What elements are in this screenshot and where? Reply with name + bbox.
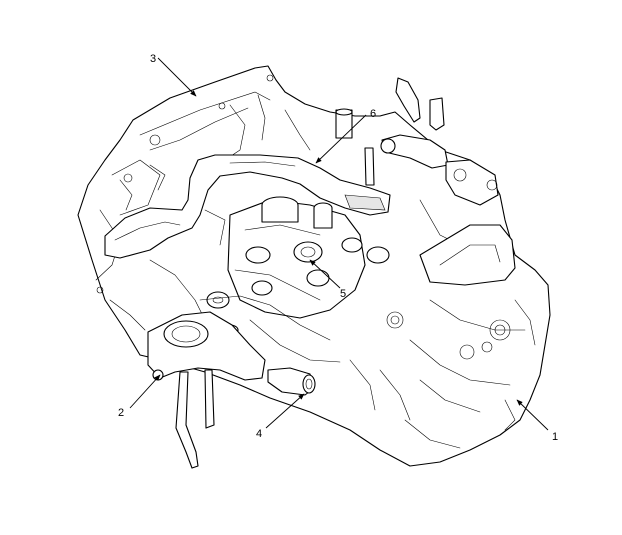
- shift-control-housing: [227, 108, 390, 319]
- leader-1: [516, 399, 549, 431]
- callout-6: 6: [370, 108, 376, 120]
- shift-lever-bracket: [104, 154, 391, 259]
- backup-lamp-switch: [267, 367, 316, 396]
- callout-2: 2: [118, 407, 124, 419]
- callout-labels: 1 2 3 4 5 6: [118, 53, 558, 443]
- callout-3: 3: [150, 53, 156, 65]
- leader-6: [315, 114, 367, 164]
- top-bracket: [380, 77, 499, 206]
- right-mount-bracket: [419, 224, 516, 286]
- leader-4: [265, 393, 305, 429]
- callout-5: 5: [340, 288, 346, 300]
- lower-mount-bracket: [147, 311, 266, 469]
- callout-4: 4: [256, 428, 262, 440]
- callout-1: 1: [552, 431, 558, 443]
- leader-lines: [129, 57, 549, 431]
- leader-5: [309, 259, 341, 289]
- leader-2: [129, 374, 161, 409]
- leader-3: [157, 57, 197, 97]
